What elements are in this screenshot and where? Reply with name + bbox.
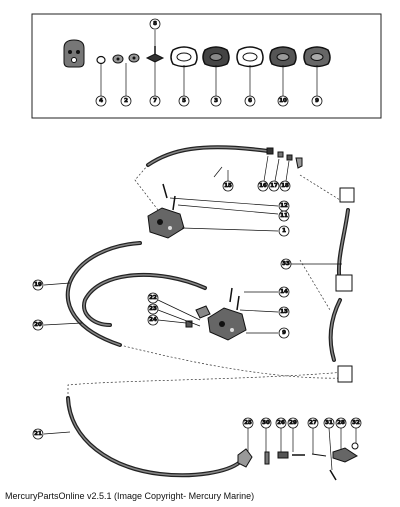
callout-27: 27 bbox=[307, 417, 319, 429]
callout-24: 24 bbox=[147, 314, 159, 326]
callout-16: 16 bbox=[257, 180, 269, 192]
svg-text:9: 9 bbox=[282, 330, 286, 336]
svg-text:6: 6 bbox=[248, 98, 252, 104]
svg-text:11: 11 bbox=[280, 213, 288, 219]
callout-23: 23 bbox=[147, 303, 159, 315]
inset-leader-lines bbox=[100, 30, 318, 96]
svg-text:23: 23 bbox=[149, 306, 157, 312]
callout-13: 13 bbox=[278, 306, 290, 318]
svg-text:28: 28 bbox=[337, 420, 345, 426]
callout-labels: 8 4 2 7 5 3 6 10 9 15 16 17 18 12 11 1 3… bbox=[32, 18, 362, 440]
callout-8: 8 bbox=[149, 18, 161, 30]
callout-25: 25 bbox=[242, 417, 254, 429]
svg-text:26: 26 bbox=[277, 420, 285, 426]
svg-text:5: 5 bbox=[182, 98, 186, 104]
callout-29: 29 bbox=[287, 417, 299, 429]
callout-5: 5 bbox=[178, 95, 190, 107]
svg-text:4: 4 bbox=[99, 98, 103, 104]
pump-upper bbox=[147, 207, 185, 239]
connectors-right bbox=[335, 187, 355, 383]
svg-text:20: 20 bbox=[34, 322, 42, 328]
svg-text:25: 25 bbox=[244, 420, 252, 426]
part-gasket-c bbox=[236, 46, 264, 68]
callout-17: 17 bbox=[268, 180, 280, 192]
hose-lower bbox=[66, 396, 242, 478]
svg-text:16: 16 bbox=[259, 183, 267, 189]
svg-text:10: 10 bbox=[279, 98, 287, 104]
svg-text:13: 13 bbox=[280, 309, 288, 315]
svg-text:31: 31 bbox=[325, 420, 333, 426]
pump-lower bbox=[207, 307, 247, 341]
svg-text:29: 29 bbox=[289, 420, 297, 426]
part-screw bbox=[145, 46, 165, 63]
svg-text:24: 24 bbox=[149, 317, 157, 323]
part-gasket-e bbox=[303, 46, 331, 68]
svg-text:2: 2 bbox=[124, 98, 128, 104]
svg-text:32: 32 bbox=[352, 420, 360, 426]
callout-26: 26 bbox=[275, 417, 287, 429]
callout-9-inset: 9 bbox=[311, 95, 323, 107]
callout-21: 21 bbox=[32, 428, 44, 440]
callout-28: 28 bbox=[335, 417, 347, 429]
svg-text:14: 14 bbox=[280, 289, 288, 295]
copyright-caption: MercuryPartsOnline v2.5.1 (Image Copyrig… bbox=[5, 491, 255, 501]
callout-15: 15 bbox=[222, 180, 234, 192]
callout-22: 22 bbox=[147, 292, 159, 304]
svg-text:1: 1 bbox=[282, 228, 286, 234]
callout-33: 33 bbox=[280, 258, 292, 270]
callout-9: 9 bbox=[278, 327, 290, 339]
callout-10: 10 bbox=[277, 95, 289, 107]
svg-text:30: 30 bbox=[262, 420, 270, 426]
svg-text:15: 15 bbox=[224, 183, 232, 189]
svg-text:17: 17 bbox=[270, 183, 278, 189]
svg-text:27: 27 bbox=[309, 420, 317, 426]
part-gasket-d bbox=[269, 46, 297, 68]
svg-text:22: 22 bbox=[149, 295, 157, 301]
hose-middle bbox=[82, 272, 207, 327]
callout-6: 6 bbox=[244, 95, 256, 107]
callout-2: 2 bbox=[120, 95, 132, 107]
part-bracket-large bbox=[63, 39, 85, 68]
svg-text:9: 9 bbox=[315, 98, 319, 104]
callout-1: 1 bbox=[278, 225, 290, 237]
pump-bolts bbox=[162, 183, 240, 311]
svg-text:33: 33 bbox=[282, 261, 290, 267]
svg-text:18: 18 bbox=[281, 183, 289, 189]
callout-18: 18 bbox=[279, 180, 291, 192]
callout-7: 7 bbox=[149, 95, 161, 107]
fittings-middle bbox=[185, 305, 211, 328]
kit-parts-inset bbox=[31, 13, 382, 119]
callout-30: 30 bbox=[260, 417, 272, 429]
callout-20: 20 bbox=[32, 319, 44, 331]
svg-text:3: 3 bbox=[214, 98, 218, 104]
part-o-ring bbox=[96, 55, 106, 65]
callout-31: 31 bbox=[323, 417, 335, 429]
svg-text:8: 8 bbox=[153, 21, 157, 27]
svg-text:21: 21 bbox=[34, 431, 42, 437]
fittings-top-right bbox=[266, 147, 303, 169]
callout-11: 11 bbox=[278, 210, 290, 222]
callout-14: 14 bbox=[278, 286, 290, 298]
valve-parts bbox=[237, 442, 359, 481]
callout-32: 32 bbox=[350, 417, 362, 429]
callout-19: 19 bbox=[32, 279, 44, 291]
callout-3: 3 bbox=[210, 95, 222, 107]
callout-12: 12 bbox=[278, 200, 290, 212]
part-gasket-a bbox=[170, 46, 198, 68]
hose-left-loop bbox=[65, 241, 142, 347]
svg-text:12: 12 bbox=[280, 203, 288, 209]
leader-lines bbox=[43, 155, 357, 471]
svg-text:7: 7 bbox=[153, 98, 157, 104]
hose-assembly bbox=[65, 145, 350, 478]
part-nuts bbox=[112, 53, 140, 64]
part-gasket-b bbox=[202, 46, 230, 68]
svg-text:19: 19 bbox=[34, 282, 42, 288]
routing-lines bbox=[67, 164, 346, 398]
callout-4: 4 bbox=[95, 95, 107, 107]
